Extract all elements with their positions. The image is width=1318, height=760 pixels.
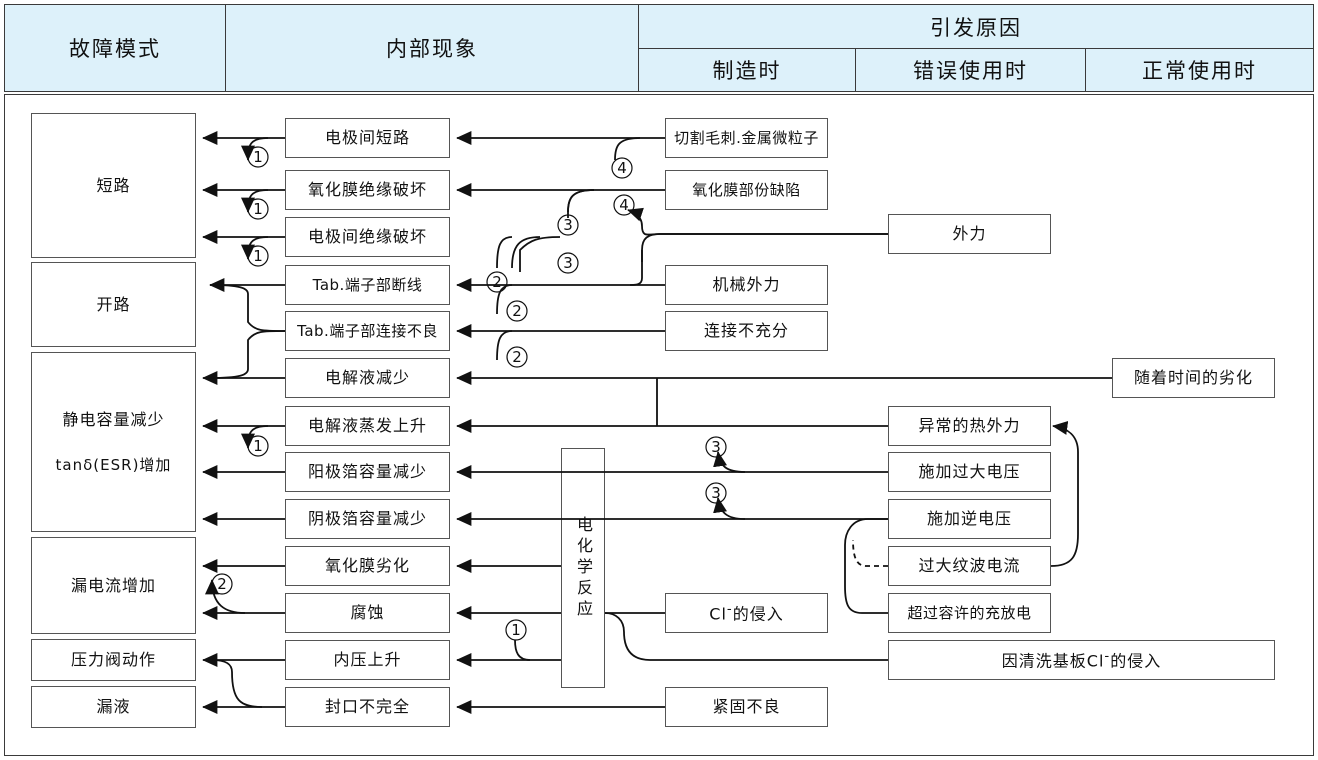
cause-overvoltage-applied: 施加过大电压 [888, 452, 1051, 492]
cause-chloride-ingress-label: Cl-的侵入 [709, 601, 784, 624]
phenomenon-oxide-degradation: 氧化膜劣化 [285, 546, 450, 586]
failure-mode-leakage-current: 漏电流增加 [31, 537, 196, 634]
failure-mode-open: 开路 [31, 262, 196, 347]
failure-mode-liquid-leak: 漏液 [31, 686, 196, 728]
phenomenon-tab-terminal-poor-connection: Tab.端子部连接不良 [285, 311, 450, 351]
phenomenon-internal-pressure-rise: 内压上升 [285, 640, 450, 680]
phenomenon-electrolyte-decrease: 电解液减少 [285, 358, 450, 398]
cause-excess-charge-discharge: 超过容许的充放电 [888, 593, 1051, 633]
failure-mode-pressure-valve: 压力阀动作 [31, 639, 196, 681]
cause-oxide-partial-defect: 氧化膜部份缺陷 [665, 170, 828, 210]
cause-mechanical-external-force: 机械外力 [665, 265, 828, 305]
cause-insufficient-connection: 连接不充分 [665, 311, 828, 351]
cause-burr-metal-particles: 切割毛刺.金属微粒子 [665, 118, 828, 158]
phenomenon-corrosion: 腐蚀 [285, 593, 450, 633]
cause-excessive-ripple-current: 过大纹波电流 [888, 546, 1051, 586]
failure-mode-capacitance-line1: 静电容量减少 [62, 409, 165, 429]
cause-abnormal-thermal-stress: 异常的热外力 [888, 406, 1051, 446]
cause-chloride-from-pcb-cleaning-label: 因清洗基板Cl-的侵入 [1001, 648, 1162, 671]
cause-external-force: 外力 [888, 214, 1051, 254]
phenomenon-inter-electrode-short: 电极间短路 [285, 118, 450, 158]
failure-mode-short: 短路 [31, 113, 196, 258]
phenomenon-electrolyte-evaporation: 电解液蒸发上升 [285, 406, 450, 446]
phenomenon-cathode-foil-capacity-drop: 阴极箔容量减少 [285, 499, 450, 539]
header-cell-misuse: 错误使用时 [855, 48, 1086, 92]
cause-poor-fastening: 紧固不良 [665, 687, 828, 727]
cause-chloride-ingress: Cl-的侵入 [665, 593, 828, 633]
header-cell-normal-use: 正常使用时 [1085, 48, 1314, 92]
header-cell-internal-phenomena: 内部现象 [225, 4, 639, 92]
cause-chloride-from-pcb-cleaning: 因清洗基板Cl-的侵入 [888, 640, 1275, 680]
cause-aging-over-time: 随着时间的劣化 [1112, 358, 1275, 398]
failure-mode-capacitance-line2: tanδ(ESR)增加 [55, 455, 172, 474]
header-cell-causes-group: 引发原因 [638, 4, 1314, 49]
phenomenon-anode-foil-capacity-drop: 阳极箔容量减少 [285, 452, 450, 492]
phenomenon-inter-electrode-insulation-breakdown: 电极间绝缘破坏 [285, 217, 450, 257]
header-cell-during-manufacturing: 制造时 [638, 48, 856, 92]
cause-reverse-voltage-applied: 施加逆电压 [888, 499, 1051, 539]
phenomenon-incomplete-sealing: 封口不完全 [285, 687, 450, 727]
phenomenon-oxide-insulation-breakdown: 氧化膜绝缘破坏 [285, 170, 450, 210]
electrochemical-reaction-box: 电化学反应 [561, 448, 605, 688]
phenomenon-tab-terminal-break: Tab.端子部断线 [285, 265, 450, 305]
header-cell-failure-mode: 故障模式 [4, 4, 226, 92]
failure-mode-capacitance: 静电容量减少 tanδ(ESR)增加 [31, 352, 196, 532]
